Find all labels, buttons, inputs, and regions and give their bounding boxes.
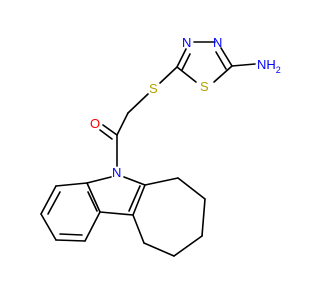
bond-c8-c7 xyxy=(40,185,57,215)
bond-c2-s xyxy=(213,65,233,83)
atom-labels: N N S NH2 S O N xyxy=(90,35,281,180)
atom-o-carbonyl: O xyxy=(90,116,100,131)
bond-n2-c2 xyxy=(220,47,233,67)
bond-co-o-double xyxy=(99,129,113,140)
bond-s-ch2 xyxy=(127,93,149,114)
bond-c1-s-thio xyxy=(159,66,178,84)
atom-n-ring-1: N xyxy=(182,35,191,50)
bond-n2-c2-double xyxy=(215,51,227,70)
bond-c8a-c4b-inner xyxy=(87,191,98,212)
bond-n-c9a xyxy=(123,176,146,186)
bond-lines xyxy=(40,41,256,257)
atom-nh2-subscript: 2 xyxy=(276,65,281,75)
bond-c7-c6 xyxy=(40,213,57,241)
bond-c6-c5 xyxy=(55,239,86,242)
bond-c1-n1 xyxy=(176,48,187,68)
structure-svg: N N S NH2 S O N xyxy=(40,35,281,257)
bond-c3-c4 xyxy=(173,235,203,257)
bond-c5-c4b xyxy=(84,211,101,242)
atom-n-carbazole: N xyxy=(112,165,121,180)
bond-co-o xyxy=(102,124,118,136)
bond-c4a-c4a2 xyxy=(132,214,145,244)
bond-c2-nh2 xyxy=(231,63,256,67)
bond-c4b-c8a xyxy=(86,182,101,213)
bond-c8a-c8 xyxy=(55,182,88,187)
bond-c9a-c1 xyxy=(144,177,179,186)
bond-c9a-c4a xyxy=(132,184,146,216)
atom-nh2-text: NH xyxy=(257,57,276,72)
bond-c2-c3 xyxy=(201,198,206,237)
bond-c8-c7-inner xyxy=(47,191,61,215)
atom-nh2: NH2 xyxy=(257,57,281,75)
bond-c1-n1-double xyxy=(181,53,191,71)
bond-c1-c2 xyxy=(177,177,206,200)
atom-s-thioether: S xyxy=(149,81,158,96)
bond-c4a-c4b xyxy=(99,211,134,216)
bond-c6-c5-inner xyxy=(59,233,83,236)
bond-n-c7a xyxy=(86,176,112,184)
atom-s-ring: S xyxy=(200,79,209,94)
atom-n-ring-2: N xyxy=(213,35,222,50)
bond-ch2-co xyxy=(116,112,129,136)
bond-c4-c4a xyxy=(143,242,175,257)
bond-c9a-c4a-double xyxy=(128,185,141,212)
bond-s-c1 xyxy=(176,66,197,83)
molecule-drawing: N N S NH2 S O N xyxy=(40,35,281,257)
